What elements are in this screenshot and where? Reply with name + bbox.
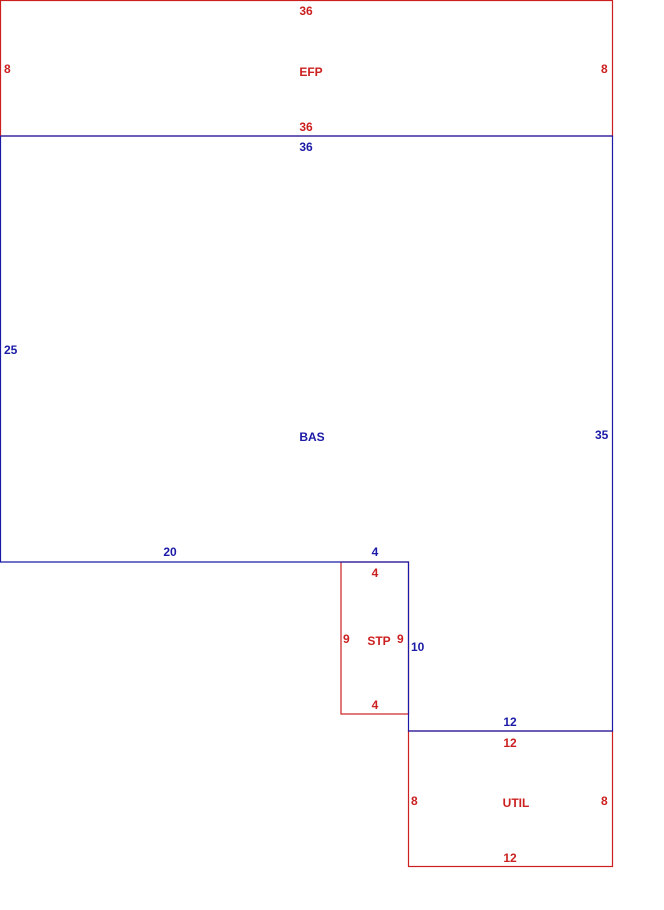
bas-left-dimension: 25 <box>4 343 18 357</box>
util-bottom-dimension: 12 <box>503 851 517 865</box>
bas-notch-right-dimension: 10 <box>411 640 425 654</box>
bas-bottom-right-dimension: 12 <box>503 715 517 729</box>
util-left-dimension: 8 <box>411 794 418 808</box>
stp-left-dimension: 9 <box>343 632 350 646</box>
stp-bottom-dimension: 4 <box>372 698 379 712</box>
util-top-dimension: 12 <box>503 736 517 750</box>
util-right-dimension: 8 <box>601 794 608 808</box>
bas-top-dimension: 36 <box>299 140 313 154</box>
efp-bottom-dimension: 36 <box>299 120 313 134</box>
bas-area-label: BAS <box>299 430 324 444</box>
efp-top-dimension: 36 <box>299 4 313 18</box>
efp-area-label: EFP <box>299 65 322 79</box>
bas-right-dimension: 35 <box>595 428 609 442</box>
bas-bottom-left-dimension: 20 <box>163 545 177 559</box>
efp-right-dimension: 8 <box>601 62 608 76</box>
stp-right-dimension: 9 <box>397 632 404 646</box>
efp-left-dimension: 8 <box>4 62 11 76</box>
bas-outline <box>0 135 614 732</box>
bas-notch-top-dimension: 4 <box>372 545 379 559</box>
stp-area-label: STP <box>367 634 390 648</box>
stp-top-dimension: 4 <box>372 566 379 580</box>
util-area-label: UTIL <box>503 796 530 810</box>
